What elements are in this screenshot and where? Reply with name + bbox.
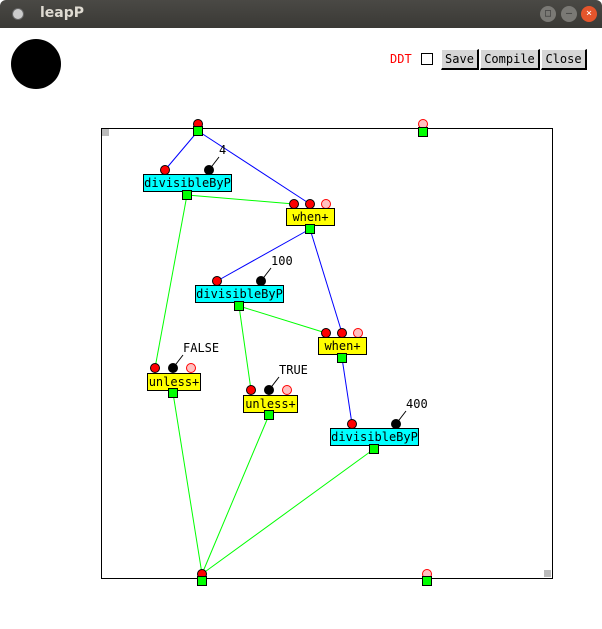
optional-input-port[interactable] (186, 363, 196, 373)
constant-port[interactable] (391, 419, 401, 429)
constant-label: FALSE (183, 341, 219, 355)
input-port[interactable] (347, 419, 357, 429)
input-port[interactable] (305, 199, 315, 209)
data-edge (238, 305, 252, 391)
graph-frame (101, 128, 553, 579)
exit-out-port[interactable] (197, 576, 207, 586)
ddt-checkbox[interactable] (421, 53, 433, 65)
title-bar: leapP □ – × (0, 0, 602, 28)
constant-port[interactable] (256, 276, 266, 286)
resize-handle-top-left[interactable] (102, 129, 109, 136)
data-edge (154, 194, 188, 369)
control-edge (341, 357, 353, 425)
node-label: divisibleByP (331, 430, 418, 444)
ddt-label: DDT (390, 52, 412, 66)
input-port[interactable] (160, 165, 170, 175)
status-indicator-circle (11, 39, 61, 89)
compile-button[interactable]: Compile (480, 49, 540, 70)
control-edge (197, 130, 311, 205)
save-button[interactable]: Save (441, 49, 479, 70)
node-label: divisibleByP (144, 176, 231, 190)
optional-input-port[interactable] (321, 199, 331, 209)
output-port[interactable] (234, 301, 244, 311)
close-button[interactable]: Close (541, 49, 587, 70)
node-label: unless+ (245, 397, 296, 411)
data-edge (172, 392, 203, 575)
constant-label: TRUE (279, 363, 308, 377)
data-edge (238, 305, 327, 334)
maximize-button[interactable]: □ (540, 6, 556, 22)
input-port[interactable] (212, 276, 222, 286)
minimize-button[interactable]: – (561, 6, 577, 22)
app-icon (12, 8, 24, 20)
optional-input-port[interactable] (353, 328, 363, 338)
node-label: when+ (292, 210, 328, 224)
input-port[interactable] (150, 363, 160, 373)
constant-port[interactable] (204, 165, 214, 175)
window-title: leapP (40, 5, 85, 21)
constant-label: 4 (219, 143, 226, 157)
optional-input-port[interactable] (282, 385, 292, 395)
constant-label: 400 (406, 397, 428, 411)
data-edge (201, 414, 270, 575)
output-port[interactable] (369, 444, 379, 454)
resize-handle-bottom-right[interactable] (544, 570, 551, 577)
entry-out-port-2[interactable] (418, 127, 428, 137)
constant-label: 100 (271, 254, 293, 268)
node-label: when+ (324, 339, 360, 353)
node-label: unless+ (149, 375, 200, 389)
input-port[interactable] (246, 385, 256, 395)
close-window-button[interactable]: × (581, 6, 597, 22)
output-port[interactable] (264, 410, 274, 420)
input-port[interactable] (321, 328, 331, 338)
node-label: divisibleByP (196, 287, 283, 301)
input-port[interactable] (337, 328, 347, 338)
entry-out-port[interactable] (193, 126, 203, 136)
data-edge (201, 448, 375, 575)
output-port[interactable] (337, 353, 347, 363)
input-port[interactable] (289, 199, 299, 209)
constant-port[interactable] (264, 385, 274, 395)
control-edge (216, 228, 311, 282)
output-port[interactable] (305, 224, 315, 234)
constant-port[interactable] (168, 363, 178, 373)
control-edge (164, 130, 199, 171)
output-port[interactable] (182, 190, 192, 200)
data-edge (186, 194, 295, 205)
control-edge (309, 228, 343, 334)
exit-out-port-2[interactable] (422, 576, 432, 586)
output-port[interactable] (168, 388, 178, 398)
